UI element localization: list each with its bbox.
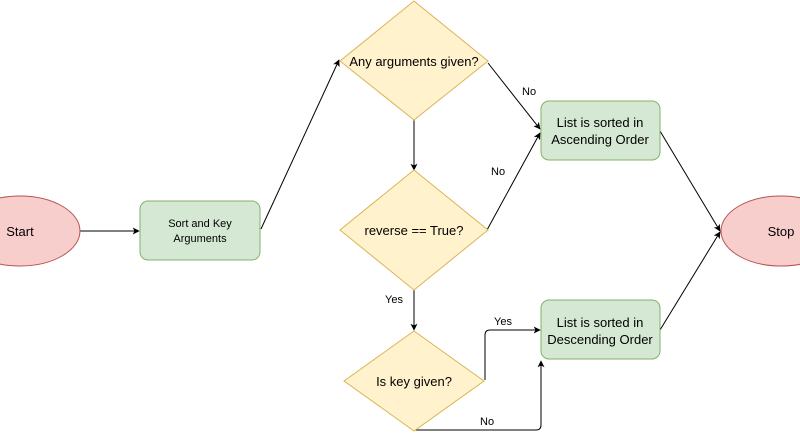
edge-label-reverse-no: No bbox=[491, 166, 505, 178]
edge-key-no-to-descending bbox=[414, 360, 545, 431]
edge-reverse-no-to-ascending bbox=[486, 132, 541, 231]
any-args-decision-label: Any arguments given? bbox=[349, 54, 478, 69]
any-args-decision: Any arguments given? bbox=[339, 0, 489, 121]
start-node: Start bbox=[0, 195, 81, 267]
key-decision-label: Is key given? bbox=[376, 374, 452, 389]
descending-node-label-line2: Descending Order bbox=[547, 332, 653, 347]
edge-ascending-to-stop bbox=[659, 130, 721, 232]
reverse-decision-label: reverse == True? bbox=[365, 223, 464, 238]
sort-key-node-shape bbox=[139, 200, 261, 261]
sort-key-node: Sort and Key Arguments bbox=[139, 200, 261, 261]
key-decision-shape bbox=[343, 330, 485, 432]
start-node-label: Start bbox=[6, 224, 34, 239]
reverse-decision: reverse == True? bbox=[339, 169, 489, 291]
stop-node-label: Stop bbox=[768, 224, 795, 239]
sort-key-node-label-line2: Arguments bbox=[173, 233, 227, 245]
edge-descending-to-stop bbox=[659, 231, 721, 331]
ascending-node-shape bbox=[540, 100, 661, 161]
edge-label-reverse-yes: Yes bbox=[385, 294, 403, 306]
any-args-decision-shape bbox=[339, 0, 489, 121]
ascending-node-label-line2: Ascending Order bbox=[551, 132, 649, 147]
stop-node-shape bbox=[720, 195, 800, 267]
edge-any-args-no-to-ascending bbox=[487, 62, 541, 130]
descending-node: List is sorted in Descending Order bbox=[540, 299, 661, 360]
ascending-node: List is sorted in Ascending Order bbox=[540, 100, 661, 161]
reverse-decision-shape bbox=[339, 169, 489, 291]
edge-key-yes-to-descending bbox=[484, 326, 541, 380]
stop-node: Stop bbox=[720, 195, 800, 267]
edge-label-any-args-no: No bbox=[522, 86, 536, 98]
sort-key-node-label-line1: Sort and Key bbox=[168, 218, 232, 230]
descending-node-label-line1: List is sorted in bbox=[557, 315, 644, 330]
edge-sort-to-any-args bbox=[260, 59, 340, 230]
start-node-shape bbox=[0, 195, 81, 267]
descending-node-shape bbox=[540, 299, 661, 360]
edge-label-key-no: No bbox=[480, 416, 494, 428]
ascending-node-label-line1: List is sorted in bbox=[557, 115, 644, 130]
edge-label-key-yes: Yes bbox=[494, 316, 512, 328]
key-decision: Is key given? bbox=[343, 330, 485, 432]
